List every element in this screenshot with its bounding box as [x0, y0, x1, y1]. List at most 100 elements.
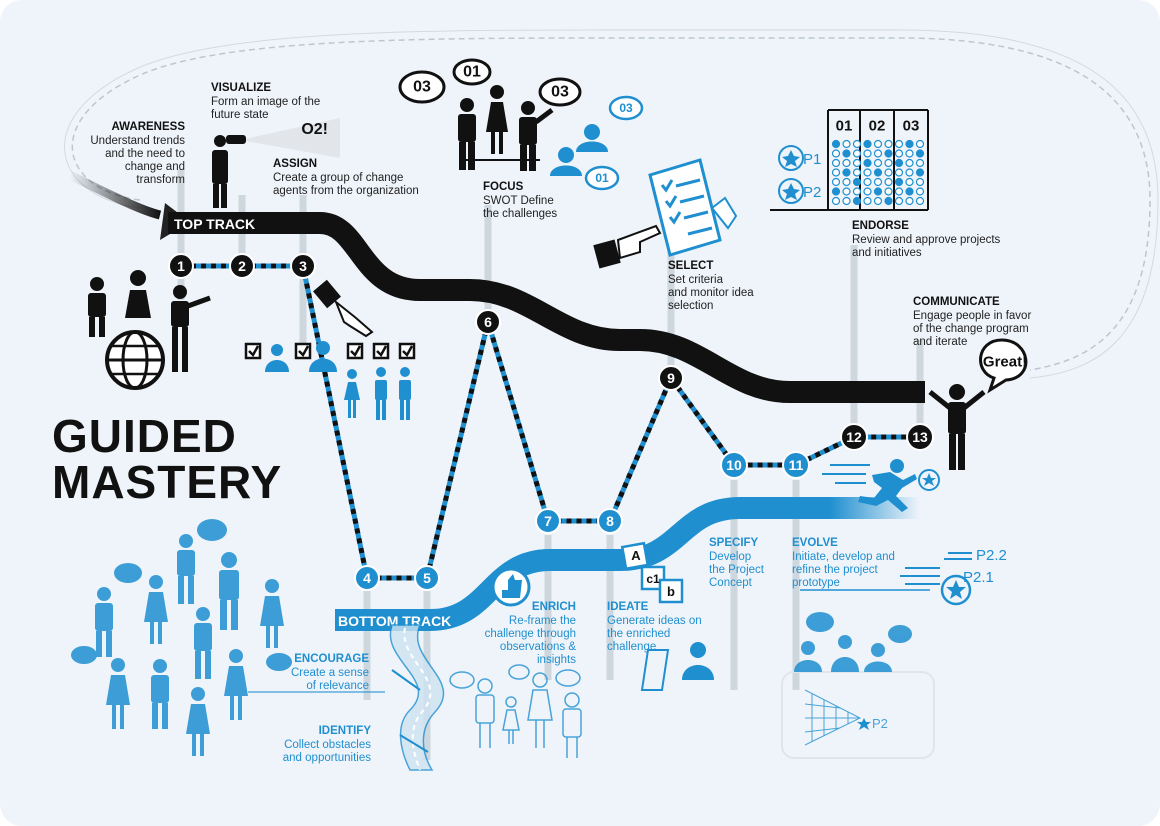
title-line-2: MASTERY — [52, 456, 282, 508]
grid-dot — [905, 149, 914, 158]
svg-text:and iterate: and iterate — [913, 336, 967, 348]
idea-cards-icon: A c1 b — [620, 541, 684, 604]
grid-dot — [915, 187, 925, 196]
vision-label: O2! — [301, 121, 328, 138]
step-12-number: 12 — [846, 429, 862, 445]
grid-dot — [831, 139, 841, 149]
svg-text:ENCOURAGE: ENCOURAGE — [294, 653, 369, 665]
svg-text:prototype: prototype — [792, 577, 840, 589]
grid-dot — [905, 158, 914, 168]
svg-text:and monitor idea: and monitor idea — [668, 287, 754, 299]
grid-dot — [842, 158, 851, 168]
grid-dot — [905, 196, 914, 206]
grid-dot — [842, 196, 851, 206]
observation-crowd-icon — [449, 664, 582, 758]
svg-text:SPECIFY: SPECIFY — [709, 537, 759, 549]
grid-dot — [842, 168, 851, 177]
svg-text:agents from the organization: agents from the organization — [273, 185, 419, 197]
evolve-team-icon: P2 — [781, 612, 935, 759]
svg-text:03: 03 — [413, 79, 431, 96]
grid-dot — [884, 149, 893, 158]
svg-text:Generate ideas on: Generate ideas on — [607, 615, 702, 627]
grid-dot — [894, 168, 904, 177]
thumbs-up-icon — [491, 567, 531, 607]
grid-dot — [842, 177, 851, 187]
grid-dot — [873, 168, 883, 177]
svg-text:01: 01 — [836, 118, 853, 135]
svg-text:Great!: Great! — [983, 354, 1027, 371]
svg-text:Understand trends: Understand trends — [90, 135, 185, 147]
svg-text:IDEATE: IDEATE — [607, 601, 649, 613]
svg-text:transform: transform — [136, 174, 185, 186]
grid-dot — [894, 158, 904, 168]
svg-text:Create a sense: Create a sense — [291, 667, 369, 679]
svg-text:COMMUNICATE: COMMUNICATE — [913, 296, 1000, 308]
grid-dot — [831, 158, 841, 168]
grid-dot — [831, 196, 841, 206]
grid-dot — [905, 168, 914, 177]
step-9-number: 9 — [667, 370, 675, 386]
svg-text:selection: selection — [668, 300, 713, 312]
bottom-track-label: BOTTOM TRACK — [338, 613, 451, 629]
step-focus: FOCUS SWOT Define the challenges — [483, 181, 557, 220]
svg-text:and the need to: and the need to — [105, 148, 185, 160]
grid-dot — [894, 139, 904, 149]
svg-text:change and: change and — [125, 161, 185, 173]
svg-text:Re-frame the: Re-frame the — [509, 615, 576, 627]
step-3-number: 3 — [299, 258, 307, 274]
svg-text:P2: P2 — [803, 184, 821, 201]
svg-text:and opportunities: and opportunities — [283, 752, 371, 764]
svg-text:insights: insights — [537, 654, 576, 666]
svg-text:VISUALIZE: VISUALIZE — [211, 82, 271, 94]
focus-team-icon: 03 01 03 03 01 — [398, 58, 644, 191]
svg-text:Concept: Concept — [709, 577, 753, 589]
encourage-crowd-icon — [71, 519, 292, 756]
step-evolve: EVOLVE Initiate, develop and refine the … — [792, 537, 895, 589]
running-figure-icon — [822, 459, 940, 512]
grid-dot — [863, 158, 872, 168]
svg-text:P2.2: P2.2 — [976, 547, 1007, 564]
step-4-number: 4 — [363, 570, 371, 586]
grid-dot — [852, 168, 862, 177]
top-track-label: TOP TRACK — [174, 216, 255, 232]
grid-dot — [873, 196, 883, 206]
agents-checklist-icon — [244, 341, 416, 420]
svg-text:EVOLVE: EVOLVE — [792, 537, 838, 549]
grid-dot — [873, 149, 883, 158]
svg-text:Collect obstacles: Collect obstacles — [284, 739, 371, 751]
svg-text:Create a group of change: Create a group of change — [273, 172, 403, 184]
grid-dot — [852, 196, 862, 206]
svg-text:observations &: observations & — [500, 641, 576, 653]
step-1-number: 1 — [177, 258, 185, 274]
step-endorse: ENDORSE Review and approve projects and … — [852, 220, 1001, 259]
svg-text:P1: P1 — [803, 151, 821, 168]
grid-dot — [852, 177, 862, 187]
grid-dot — [884, 177, 893, 187]
grid-dot — [884, 158, 893, 168]
step-enrich: ENRICH Re-frame the challenge through ob… — [485, 601, 577, 666]
grid-dot — [915, 196, 925, 206]
svg-text:P2.1: P2.1 — [963, 569, 994, 586]
step-11-number: 11 — [789, 457, 804, 473]
svg-text:02: 02 — [869, 118, 886, 135]
svg-text:the enriched: the enriched — [607, 628, 670, 640]
svg-text:03: 03 — [903, 118, 920, 135]
svg-text:the Project: the Project — [709, 564, 765, 576]
grid-dot — [873, 158, 883, 168]
grid-dot — [852, 139, 862, 149]
svg-text:ASSIGN: ASSIGN — [273, 158, 317, 170]
svg-text:Form an image of the: Form an image of the — [211, 96, 320, 108]
step-13-number: 13 — [912, 429, 928, 445]
svg-text:FOCUS: FOCUS — [483, 181, 524, 193]
grid-dot — [842, 139, 851, 149]
grid-dot — [915, 168, 925, 177]
grid-dot — [884, 139, 893, 149]
grid-dot — [852, 158, 862, 168]
grid-dot — [873, 177, 883, 187]
grid-dot — [905, 139, 914, 149]
entry-arrow — [67, 170, 162, 220]
grid-dot — [863, 196, 872, 206]
grid-dot — [831, 168, 841, 177]
